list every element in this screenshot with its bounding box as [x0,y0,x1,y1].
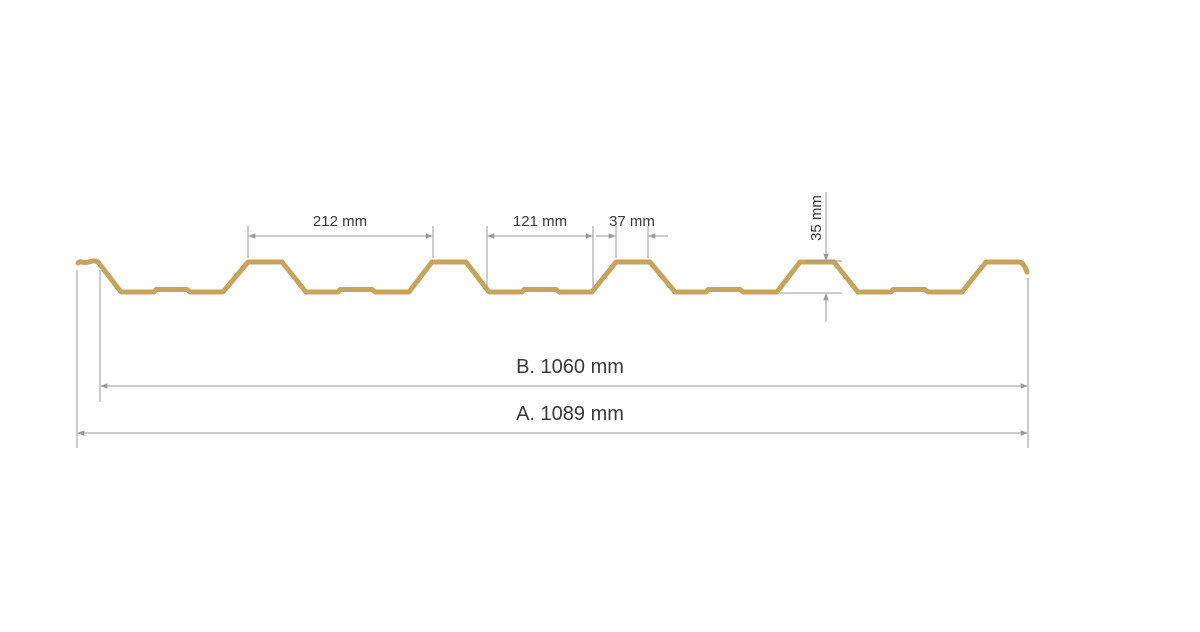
dimension-lines [76,192,1029,448]
effective-width-label: B. 1060 mm [516,356,624,378]
pitch-label: 212 mm [313,213,367,230]
sheet-profile [75,258,1030,295]
crest-width-label: 37 mm [609,213,655,230]
valley-width-label: 121 mm [513,213,567,230]
height-label: 35 mm [808,195,825,241]
total-width-label: A. 1089 mm [516,403,624,425]
